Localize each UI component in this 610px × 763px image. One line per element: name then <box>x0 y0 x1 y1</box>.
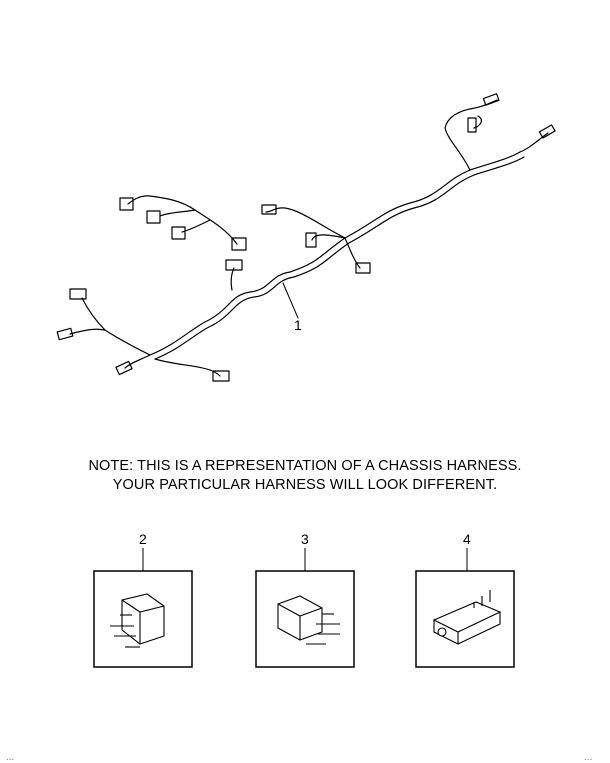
chassis-harness-drawing <box>56 93 556 382</box>
relay-3-drawing <box>277 595 340 645</box>
relay-box-4 <box>415 570 515 668</box>
relay-callout-3: 3 <box>301 531 309 547</box>
relay-callouts <box>93 548 515 668</box>
relay-2-drawing <box>110 593 165 648</box>
footer-right-text: ... <box>584 752 593 763</box>
harness-callout-number: 1 <box>294 317 302 333</box>
note-line-2: YOUR PARTICULAR HARNESS WILL LOOK DIFFER… <box>112 477 498 493</box>
relay-box-2 <box>93 570 193 668</box>
relay-callout-2: 2 <box>139 531 147 547</box>
note-line-1: NOTE: THIS IS A REPRESENTATION OF A CHAS… <box>88 458 522 474</box>
relay-4-drawing <box>432 590 502 645</box>
relay-callout-4: 4 <box>463 531 471 547</box>
footer-left-text: ... <box>6 752 15 763</box>
relay-box-3 <box>255 570 355 668</box>
